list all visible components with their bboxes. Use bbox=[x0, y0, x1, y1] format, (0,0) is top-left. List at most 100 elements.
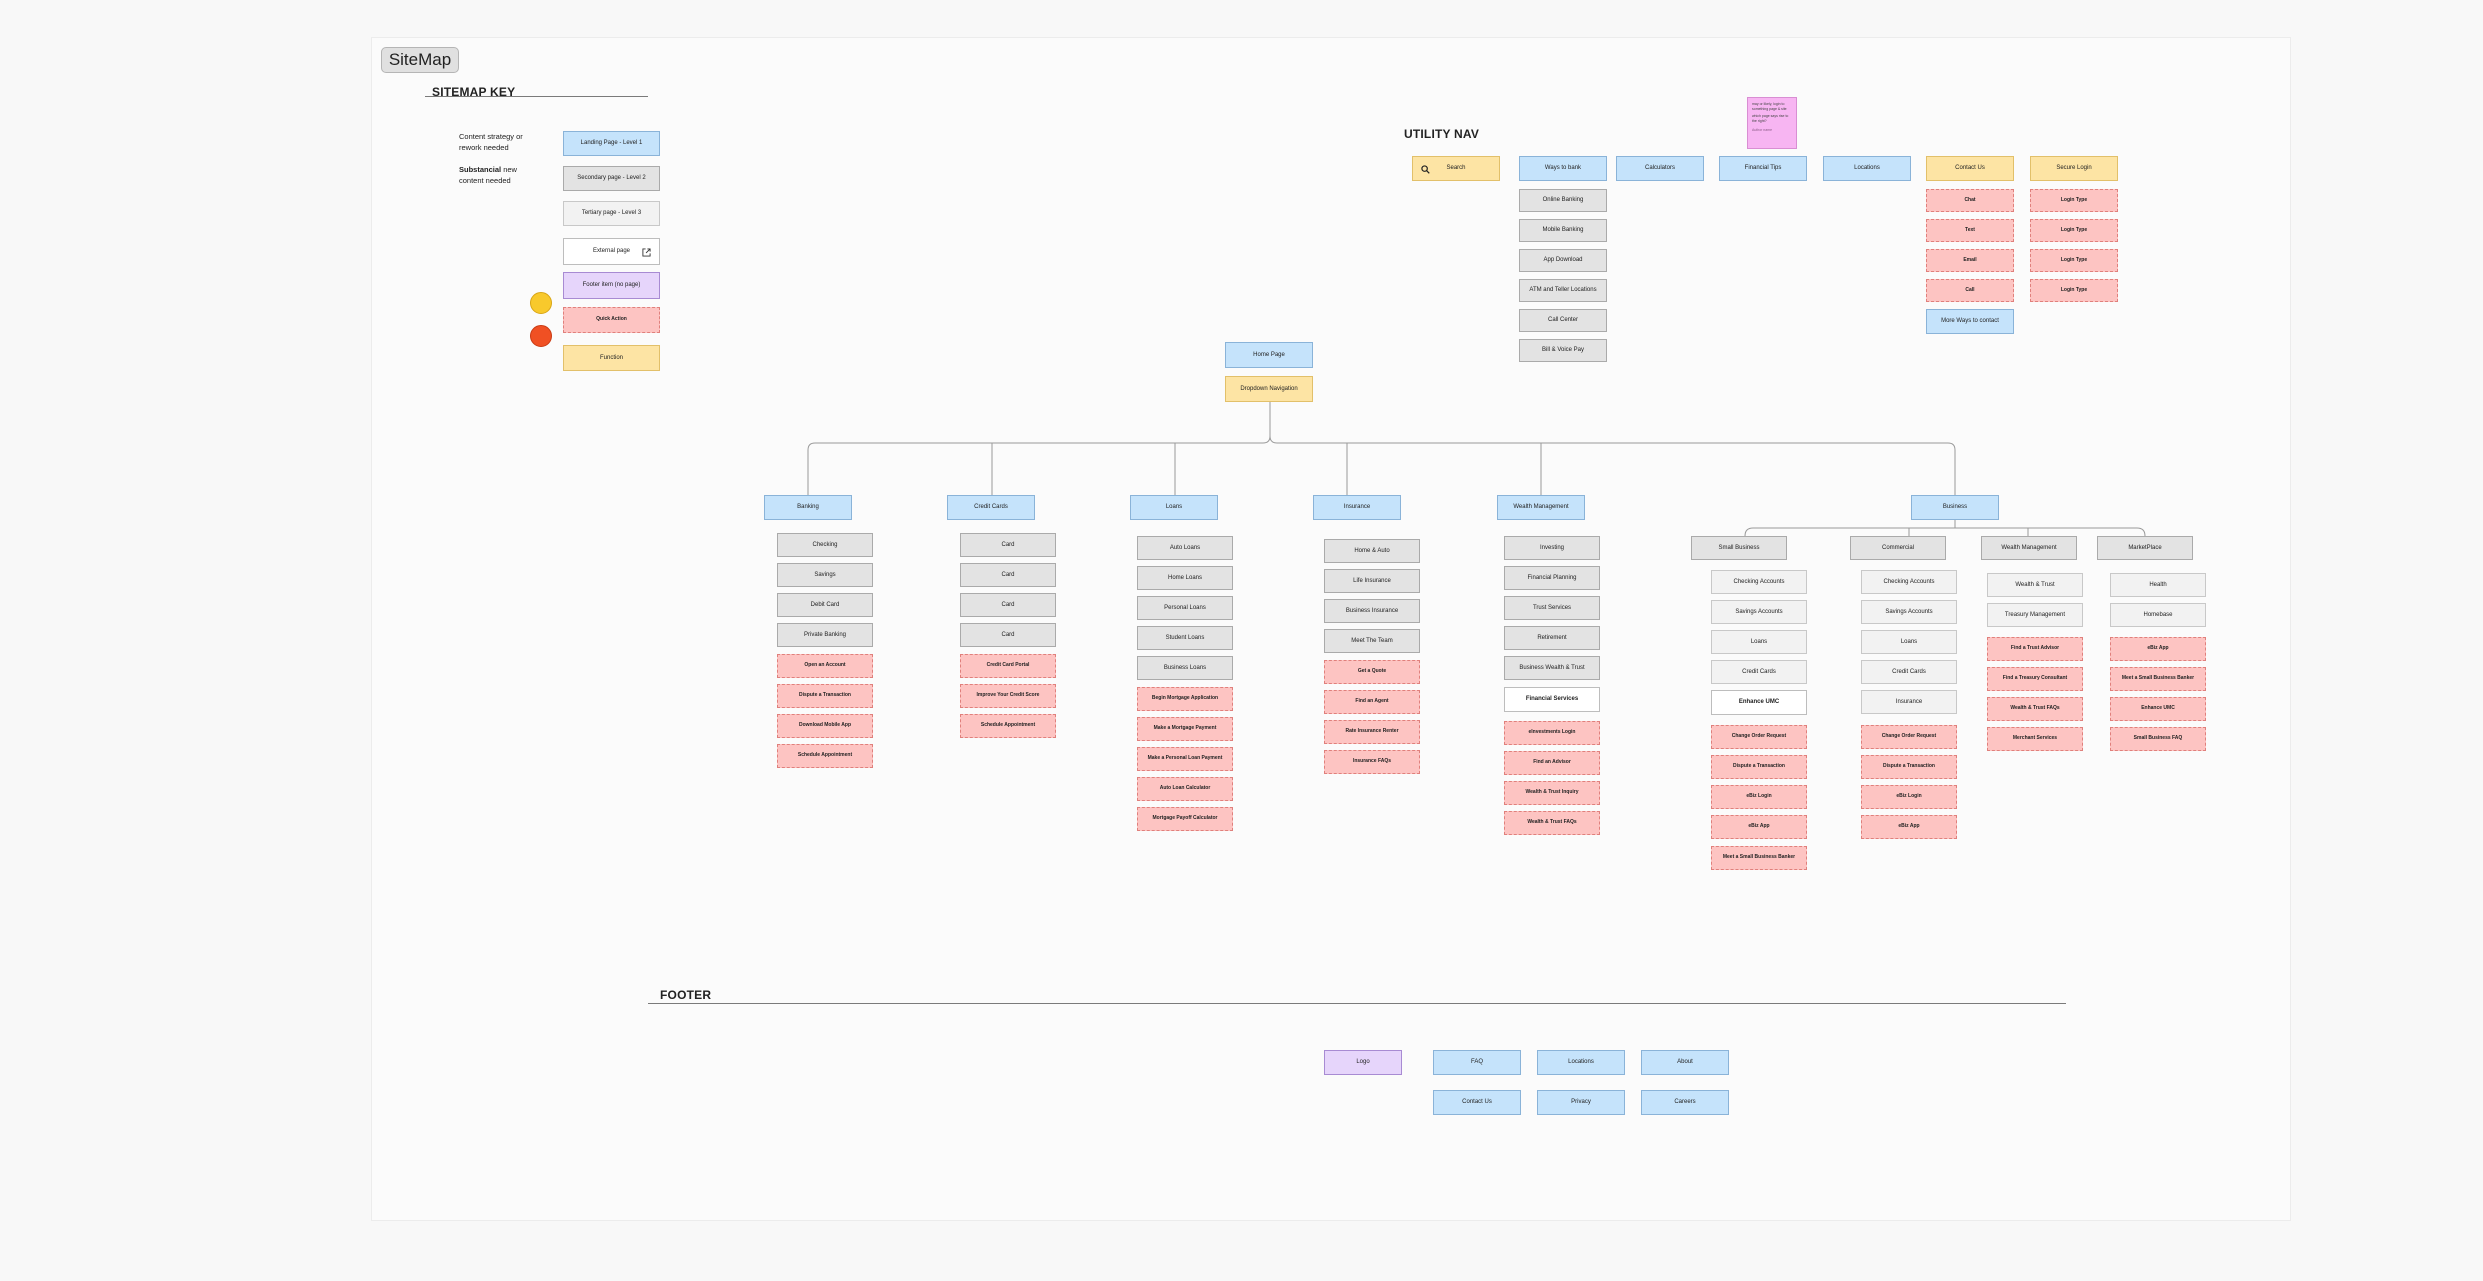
footer-careers[interactable]: Careers bbox=[1641, 1090, 1729, 1115]
insurance-meet-team[interactable]: Meet The Team bbox=[1324, 629, 1420, 653]
small-ebiz-login[interactable]: eBiz Login bbox=[1711, 785, 1807, 809]
small-savings-accounts[interactable]: Savings Accounts bbox=[1711, 600, 1807, 624]
utility-ways-to-bank[interactable]: Ways to bank bbox=[1519, 156, 1607, 181]
loans-payoff-calculator[interactable]: Mortgage Payoff Calculator bbox=[1137, 807, 1233, 831]
credit-improve-score[interactable]: Improve Your Credit Score bbox=[960, 684, 1056, 708]
ways-app-download[interactable]: App Download bbox=[1519, 249, 1607, 272]
utility-financial-tips[interactable]: Financial Tips bbox=[1719, 156, 1807, 181]
credit-card[interactable]: Card bbox=[960, 533, 1056, 557]
insurance-faqs[interactable]: Insurance FAQs bbox=[1324, 750, 1420, 774]
loans-mortgage-payment[interactable]: Make a Mortgage Payment bbox=[1137, 717, 1233, 741]
bizwealth-trust-faqs[interactable]: Wealth & Trust FAQs bbox=[1987, 697, 2083, 721]
banking-dispute[interactable]: Dispute a Transaction bbox=[777, 684, 873, 708]
wealth-retirement[interactable]: Retirement bbox=[1504, 626, 1600, 650]
commercial-checking-accounts[interactable]: Checking Accounts bbox=[1861, 570, 1957, 594]
commercial-savings-accounts[interactable]: Savings Accounts bbox=[1861, 600, 1957, 624]
wealth-find-advisor[interactable]: Find an Advisor bbox=[1504, 751, 1600, 775]
insurance-home-auto[interactable]: Home & Auto bbox=[1324, 539, 1420, 563]
contact-chat[interactable]: Chat bbox=[1926, 189, 2014, 212]
market-homebase[interactable]: Homebase bbox=[2110, 603, 2206, 627]
section-loans[interactable]: Loans bbox=[1130, 495, 1218, 520]
ways-bill-voice-pay[interactable]: Bill & Voice Pay bbox=[1519, 339, 1607, 362]
credit-card[interactable]: Card bbox=[960, 623, 1056, 647]
business-wealth-management[interactable]: Wealth Management bbox=[1981, 536, 2077, 560]
insurance-find-agent[interactable]: Find an Agent bbox=[1324, 690, 1420, 714]
section-insurance[interactable]: Insurance bbox=[1313, 495, 1401, 520]
utility-locations[interactable]: Locations bbox=[1823, 156, 1911, 181]
commercial-loans[interactable]: Loans bbox=[1861, 630, 1957, 654]
business-marketplace[interactable]: MarketPlace bbox=[2097, 536, 2193, 560]
footer-about[interactable]: About bbox=[1641, 1050, 1729, 1075]
wealth-trust-faqs[interactable]: Wealth & Trust FAQs bbox=[1504, 811, 1600, 835]
bizwealth-merchant-services[interactable]: Merchant Services bbox=[1987, 727, 2083, 751]
bizwealth-treasury-consultant[interactable]: Find a Treasury Consultant bbox=[1987, 667, 2083, 691]
footer-logo[interactable]: Logo bbox=[1324, 1050, 1402, 1075]
login-type[interactable]: Login Type bbox=[2030, 249, 2118, 272]
footer-contact-us[interactable]: Contact Us bbox=[1433, 1090, 1521, 1115]
market-enhance-umc[interactable]: Enhance UMC bbox=[2110, 697, 2206, 721]
utility-secure-login[interactable]: Secure Login bbox=[2030, 156, 2118, 181]
loans-business[interactable]: Business Loans bbox=[1137, 656, 1233, 680]
section-credit-cards[interactable]: Credit Cards bbox=[947, 495, 1035, 520]
small-ebiz-app[interactable]: eBiz App bbox=[1711, 815, 1807, 839]
contact-more-ways[interactable]: More Ways to contact bbox=[1926, 309, 2014, 334]
credit-portal[interactable]: Credit Card Portal bbox=[960, 654, 1056, 678]
footer-privacy[interactable]: Privacy bbox=[1537, 1090, 1625, 1115]
wealth-trust-inquiry[interactable]: Wealth & Trust Inquiry bbox=[1504, 781, 1600, 805]
utility-search[interactable]: Search bbox=[1412, 156, 1500, 181]
banking-open-account[interactable]: Open an Account bbox=[777, 654, 873, 678]
small-credit-cards[interactable]: Credit Cards bbox=[1711, 660, 1807, 684]
credit-schedule[interactable]: Schedule Appointment bbox=[960, 714, 1056, 738]
banking-download-app[interactable]: Download Mobile App bbox=[777, 714, 873, 738]
banking-savings[interactable]: Savings bbox=[777, 563, 873, 587]
bizwealth-treasury[interactable]: Treasury Management bbox=[1987, 603, 2083, 627]
credit-card[interactable]: Card bbox=[960, 593, 1056, 617]
credit-card[interactable]: Card bbox=[960, 563, 1056, 587]
business-small[interactable]: Small Business bbox=[1691, 536, 1787, 560]
insurance-business[interactable]: Business Insurance bbox=[1324, 599, 1420, 623]
contact-text[interactable]: Text bbox=[1926, 219, 2014, 242]
wealth-trust-services[interactable]: Trust Services bbox=[1504, 596, 1600, 620]
ways-mobile-banking[interactable]: Mobile Banking bbox=[1519, 219, 1607, 242]
small-change-order[interactable]: Change Order Request bbox=[1711, 725, 1807, 749]
loans-auto[interactable]: Auto Loans bbox=[1137, 536, 1233, 560]
wealth-financial-planning[interactable]: Financial Planning bbox=[1504, 566, 1600, 590]
dropdown-navigation[interactable]: Dropdown Navigation bbox=[1225, 376, 1313, 402]
commercial-change-order[interactable]: Change Order Request bbox=[1861, 725, 1957, 749]
ways-atm-locations[interactable]: ATM and Teller Locations bbox=[1519, 279, 1607, 302]
commercial-ebiz-login[interactable]: eBiz Login bbox=[1861, 785, 1957, 809]
ways-call-center[interactable]: Call Center bbox=[1519, 309, 1607, 332]
login-type[interactable]: Login Type bbox=[2030, 189, 2118, 212]
login-type[interactable]: Login Type bbox=[2030, 219, 2118, 242]
market-ebiz-app[interactable]: eBiz App bbox=[2110, 637, 2206, 661]
market-faq[interactable]: Small Business FAQ bbox=[2110, 727, 2206, 751]
wealth-investing[interactable]: Investing bbox=[1504, 536, 1600, 560]
footer-faq[interactable]: FAQ bbox=[1433, 1050, 1521, 1075]
ways-online-banking[interactable]: Online Banking bbox=[1519, 189, 1607, 212]
market-health[interactable]: Health bbox=[2110, 573, 2206, 597]
loans-auto-calculator[interactable]: Auto Loan Calculator bbox=[1137, 777, 1233, 801]
small-meet-banker[interactable]: Meet a Small Business Banker bbox=[1711, 846, 1807, 870]
bizwealth-trust-advisor[interactable]: Find a Trust Advisor bbox=[1987, 637, 2083, 661]
small-enhance-umc[interactable]: Enhance UMC bbox=[1711, 690, 1807, 715]
utility-contact-us[interactable]: Contact Us bbox=[1926, 156, 2014, 181]
section-wealth-management[interactable]: Wealth Management bbox=[1497, 495, 1585, 520]
loans-personal-payment[interactable]: Make a Personal Loan Payment bbox=[1137, 747, 1233, 771]
wealth-business-trust[interactable]: Business Wealth & Trust bbox=[1504, 656, 1600, 680]
wealth-financial-services[interactable]: Financial Services bbox=[1504, 687, 1600, 712]
commercial-credit-cards[interactable]: Credit Cards bbox=[1861, 660, 1957, 684]
loans-mortgage-application[interactable]: Begin Mortgage Application bbox=[1137, 687, 1233, 711]
banking-private[interactable]: Private Banking bbox=[777, 623, 873, 647]
banking-debit-card[interactable]: Debit Card bbox=[777, 593, 873, 617]
market-meet-banker[interactable]: Meet a Small Business Banker bbox=[2110, 667, 2206, 691]
commercial-ebiz-app[interactable]: eBiz App bbox=[1861, 815, 1957, 839]
wealth-einvestments-login[interactable]: eInvestments Login bbox=[1504, 721, 1600, 745]
home-page[interactable]: Home Page bbox=[1225, 342, 1313, 368]
insurance-get-quote[interactable]: Get a Quote bbox=[1324, 660, 1420, 684]
commercial-insurance[interactable]: Insurance bbox=[1861, 690, 1957, 714]
section-banking[interactable]: Banking bbox=[764, 495, 852, 520]
banking-checking[interactable]: Checking bbox=[777, 533, 873, 557]
small-loans[interactable]: Loans bbox=[1711, 630, 1807, 654]
contact-email[interactable]: Email bbox=[1926, 249, 2014, 272]
banking-schedule[interactable]: Schedule Appointment bbox=[777, 744, 873, 768]
